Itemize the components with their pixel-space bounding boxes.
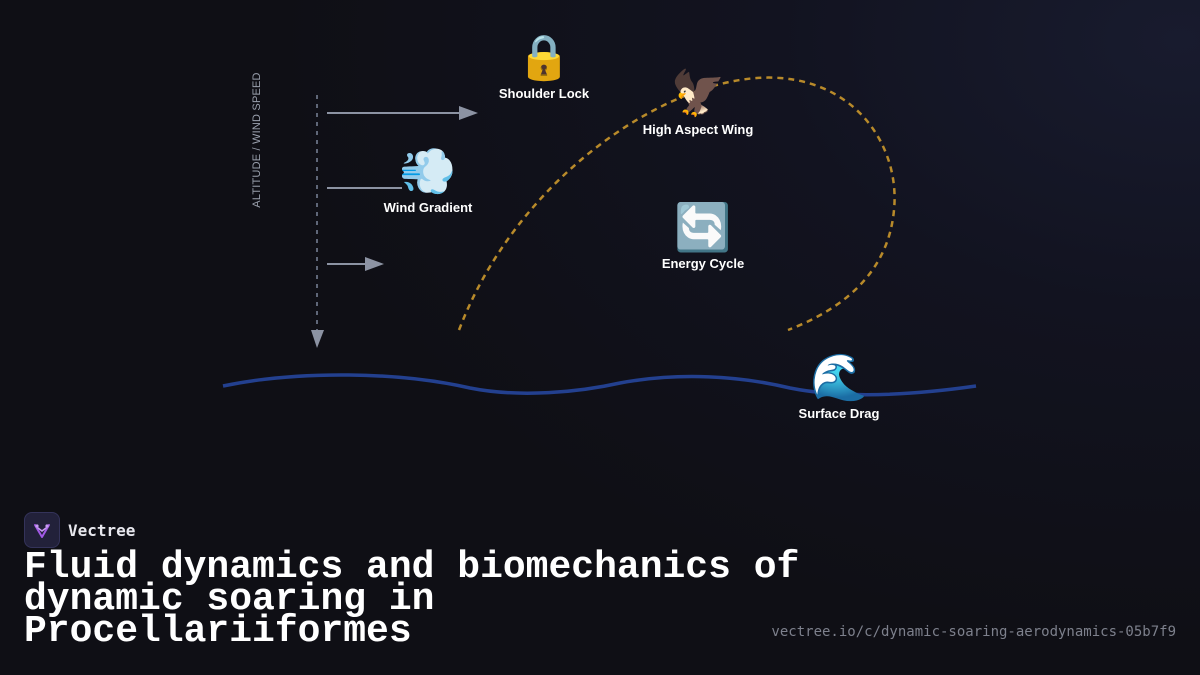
node-label: Energy Cycle — [661, 256, 745, 271]
wind-arrow-low-head — [365, 257, 384, 271]
page-title: Fluid dynamics and biomechanics of dynam… — [24, 546, 800, 653]
eagle-icon: 🦅 — [670, 68, 726, 119]
altitude-axis-arrowhead — [311, 330, 324, 348]
sea-surface-line — [222, 373, 977, 397]
node-shoulder-lock: 🔒 Shoulder Lock — [498, 32, 590, 102]
lock-icon: 🔒 — [516, 32, 572, 83]
node-energy-cycle: 🔄 Energy Cycle — [662, 204, 744, 271]
axis-label: ALTITUDE / WIND SPEED — [251, 72, 263, 208]
brand-name: Vectree — [68, 520, 136, 540]
vectree-logo-icon — [24, 512, 60, 548]
node-label: High Aspect Wing — [642, 122, 754, 137]
node-surface-drag: 🌊 Surface Drag — [799, 354, 880, 421]
node-label: Shoulder Lock — [498, 86, 590, 101]
node-label: Wind Gradient — [383, 200, 473, 215]
wave-icon: 🌊 — [810, 350, 868, 404]
node-high-aspect-wing: 🦅 High Aspect Wing — [642, 68, 754, 138]
node-wind-gradient: 💨 Wind Gradient — [384, 148, 473, 215]
flight-path — [457, 76, 896, 332]
wind-arrow-high-head — [459, 106, 478, 120]
brand: Vectree — [24, 512, 135, 548]
cycle-arrows-icon: 🔄 — [674, 200, 732, 254]
page-url: vectree.io/c/dynamic-soaring-aerodynamic… — [771, 624, 1176, 640]
wind-icon: 💨 — [399, 144, 457, 198]
node-label: Surface Drag — [798, 406, 880, 421]
